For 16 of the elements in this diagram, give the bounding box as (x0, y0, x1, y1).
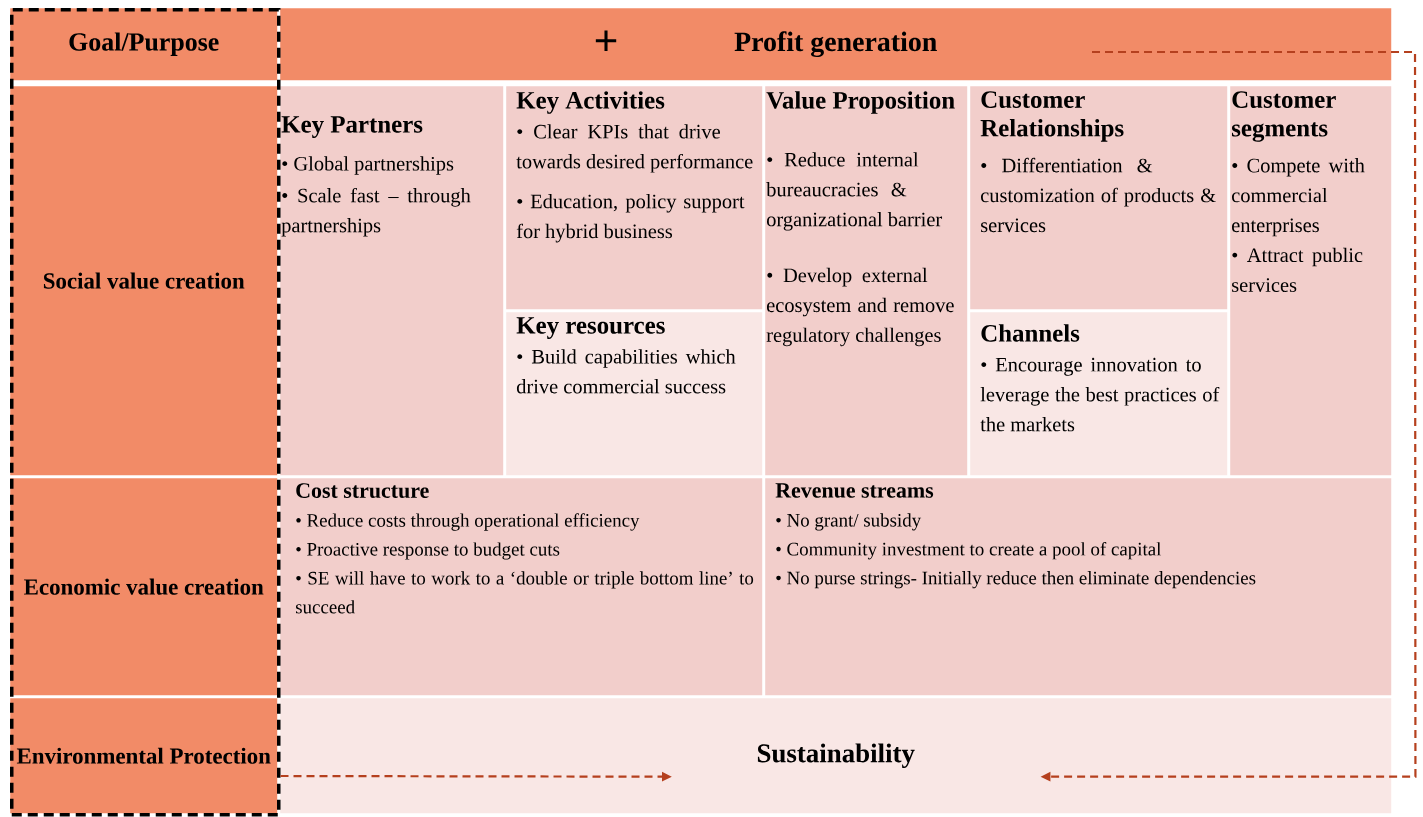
canvas-block: Channels • Encourage innovation to leverage the best practices of the markets (970, 312, 1228, 476)
row-heading-cell: Environmental Protection (10, 698, 278, 814)
canvas-block: Customer Relationships • Differentiation & customization of products & services (970, 86, 1228, 310)
canvas-block: Value Proposition • Reduce internal bureaucracies & organizational barrier • Develop external ecosystem and remove regulatory challenges (765, 86, 968, 476)
canvas-block: Cost structure • Reduce costs through operational efficiency • Proactive response to budget cuts • SE will have to work to a ‘double or triple bottom line’ to succeed (280, 478, 763, 696)
plus-label: + (595, 30, 617, 52)
canvas-block: Key Partners • Global partnerships • Scale fast – through partnerships (280, 86, 504, 476)
canvas-block: Customer segments • Compete with commercial enterprises • Attract public services (1230, 86, 1392, 476)
row-heading-cell: Goal/Purpose (10, 8, 278, 81)
footer-band: Sustainability (280, 698, 1392, 814)
canvas-block: Key Activities • Clear KPIs that drive towards desired performance • Education, policy support for hybrid business (506, 86, 763, 310)
dashed-frame (10, 8, 281, 817)
canvas-block: Key resources • Build capabilities which drive commercial success (506, 312, 763, 476)
row-heading-cell: Social value creation (10, 86, 278, 476)
row-heading-cell: Economic value creation (10, 478, 278, 696)
canvas-block: Revenue streams • No grant/ subsidy • Community investment to create a pool of capital • No purse strings- Initially reduce then eliminate dependencies (765, 478, 1392, 696)
